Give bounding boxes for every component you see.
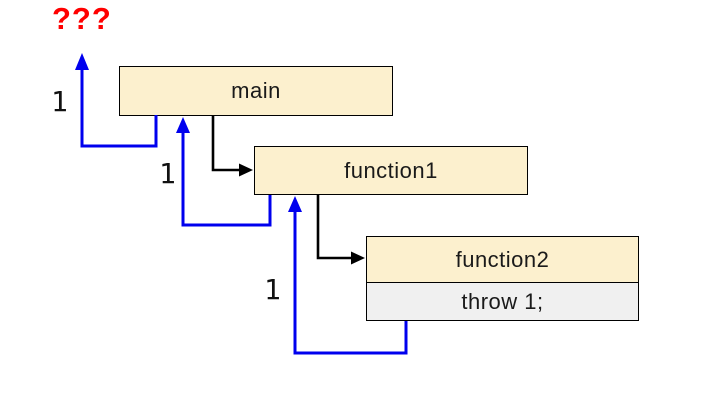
stack-frame-main: main: [119, 66, 393, 116]
return-value-label: 1: [51, 85, 68, 118]
frame-label-main: main: [231, 78, 281, 103]
return-value-label: 1: [264, 273, 281, 306]
frame-label-function2: function2: [455, 246, 550, 272]
throw-statement-label: throw 1;: [461, 288, 544, 314]
stack-frame-function1: function1: [254, 146, 528, 195]
frame-header-function2: function2: [367, 237, 638, 282]
unhandled-exception-label: ???: [52, 1, 112, 36]
return-value-label: 1: [159, 157, 176, 190]
call-arrow-main-to-function1: [211, 115, 253, 177]
frame-body-throw-statement: throw 1;: [367, 282, 638, 320]
frame-label-function1: function1: [344, 157, 438, 183]
stack-frame-function2: function2 throw 1;: [366, 236, 639, 321]
call-arrow-function1-to-function2: [316, 194, 365, 265]
